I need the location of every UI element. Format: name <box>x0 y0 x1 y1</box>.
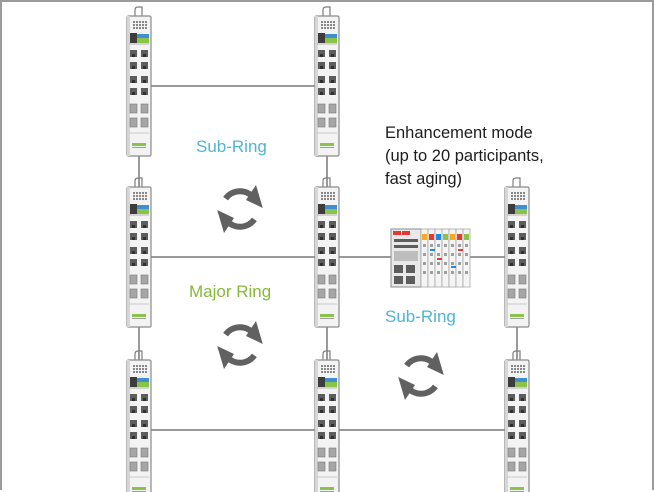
enhancement-line-3: fast aging) <box>385 169 463 188</box>
rotate-arrows-icon <box>217 185 263 233</box>
switch-icon <box>504 177 530 328</box>
plc-controller-icon <box>390 228 471 288</box>
enhancement-line-1: Enhancement mode <box>385 124 533 142</box>
sub-ring-label-right: Sub-Ring <box>385 307 456 326</box>
rotate-arrows-icon <box>398 352 444 400</box>
rotate-arrows-icon <box>217 321 263 369</box>
switch-icon <box>126 350 152 492</box>
switch-icon <box>126 6 152 157</box>
switch-icon <box>504 350 530 492</box>
sub-ring-label-top: Sub-Ring <box>196 137 267 156</box>
enhancement-line-2: (up to 20 participants, <box>385 146 544 165</box>
enhancement-mode-note: Enhancement mode (up to 20 participants,… <box>385 122 544 190</box>
major-ring-label: Major Ring <box>189 282 272 301</box>
switch-icon <box>314 350 340 492</box>
switch-icon <box>126 177 152 328</box>
switch-icon <box>314 177 340 328</box>
switch-icon <box>314 6 340 157</box>
